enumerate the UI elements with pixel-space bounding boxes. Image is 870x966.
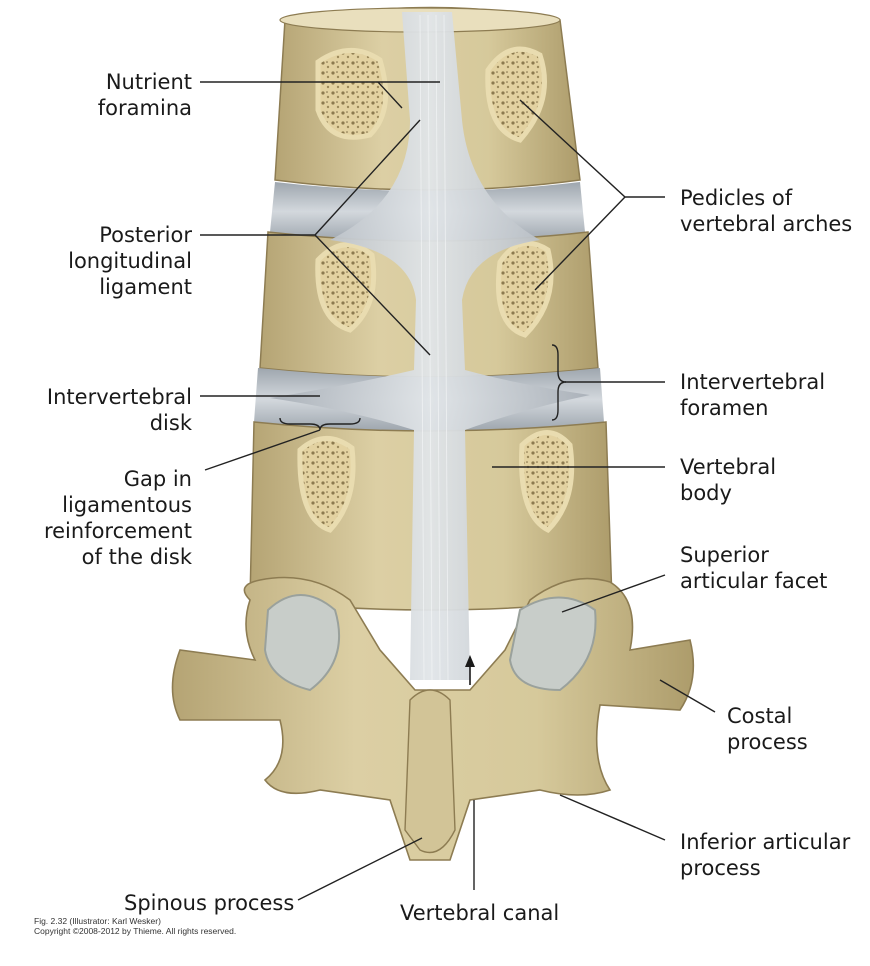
vertebral-arch	[171, 576, 695, 861]
credit-line-1: Fig. 2.32 (Illustrator: Karl Wesker)	[34, 916, 161, 926]
label-pedicles: Pedicles of vertebral arches	[680, 186, 853, 236]
label-gap-ligamentous-reinforcement: Gap in ligamentous reinforcement of the …	[43, 467, 192, 569]
label-vertebral-body: Vertebral body	[680, 455, 777, 505]
right-superior-facet	[508, 596, 597, 692]
label-spinous-process: Spinous process	[124, 891, 295, 915]
label-intervertebral-disk: Intervertebral disk	[46, 385, 192, 435]
leader-lines	[200, 81, 716, 901]
left-superior-facet	[263, 594, 341, 692]
pedicle-sections	[297, 46, 575, 534]
label-superior-articular-facet: Superior articular facet	[680, 543, 828, 593]
label-posterior-longitudinal-ligament: Posterior longitudinal ligament	[68, 223, 192, 299]
figure-credit: Fig. 2.32 (Illustrator: Karl Wesker) Cop…	[34, 916, 236, 936]
label-inferior-articular-process: Inferior articular process	[680, 830, 851, 880]
credit-line-2: Copyright ©2008-2012 by Thieme. All righ…	[34, 926, 237, 936]
label-nutrient-foramina: Nutrient foramina	[97, 70, 192, 120]
label-costal-process: Costal process	[727, 704, 808, 754]
label-intervertebral-foramen: Intervertebral foramen	[680, 370, 826, 420]
spinous-process-shape	[404, 689, 456, 854]
label-vertebral-canal: Vertebral canal	[400, 901, 560, 925]
